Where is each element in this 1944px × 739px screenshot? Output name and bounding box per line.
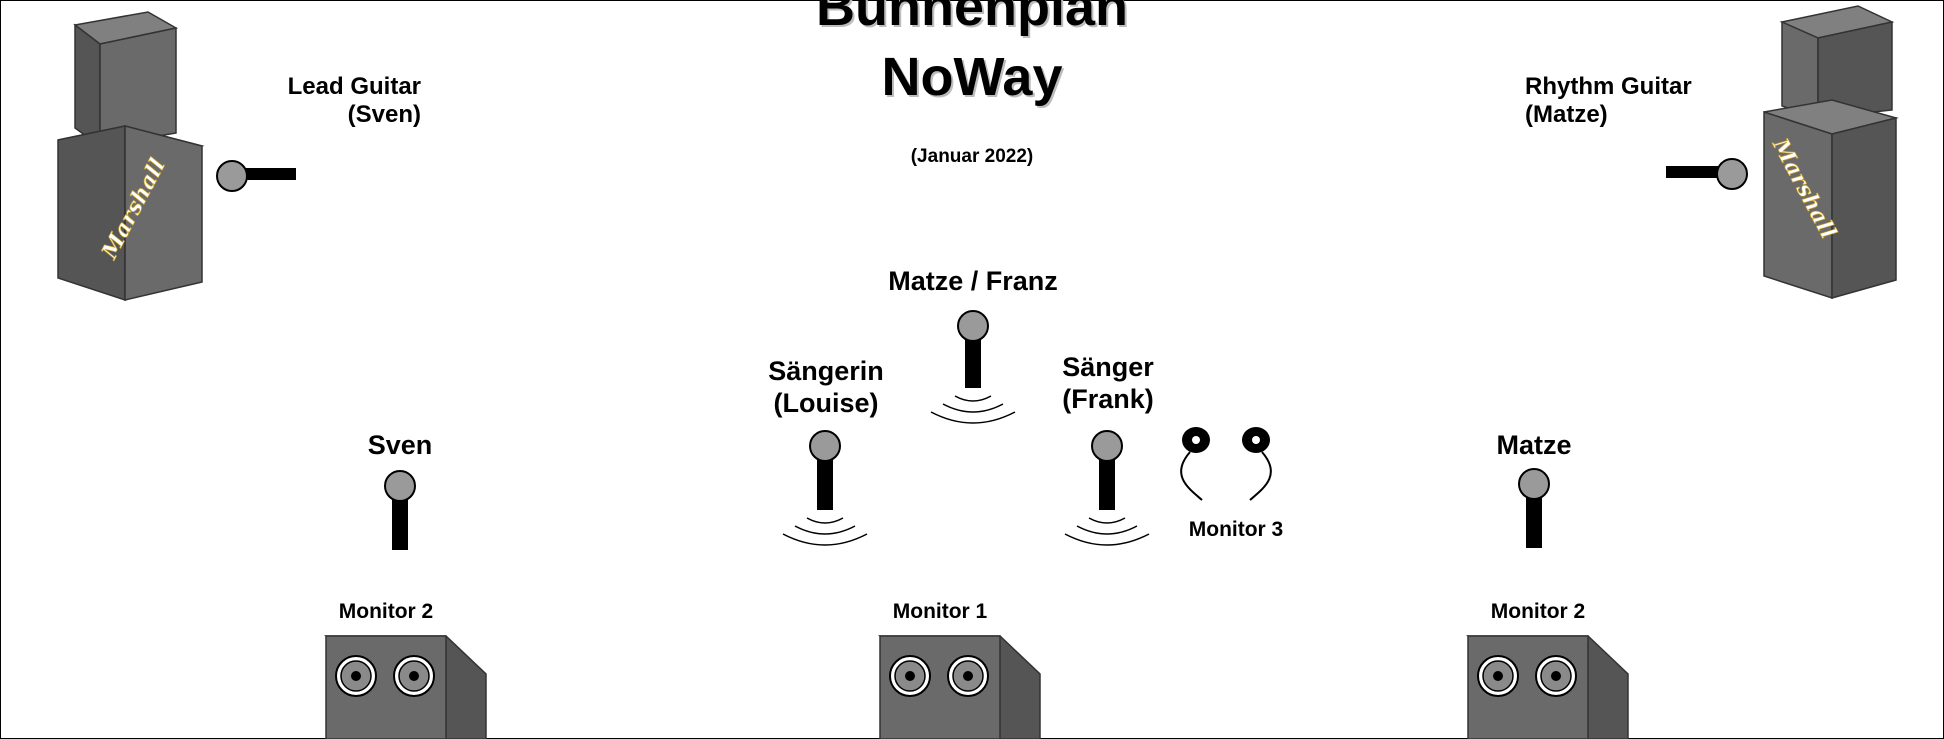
lead-guitar-amp: Marshall	[57, 11, 205, 302]
lead-guitar-amp-mic	[216, 160, 296, 192]
mic-saenger-label: Sänger	[1062, 352, 1154, 382]
mic-saengerin	[782, 430, 868, 546]
monitor-in-ear-label: Monitor 3	[1188, 518, 1284, 541]
mic-center-vocal	[930, 310, 1016, 424]
rhythm-guitar-amp: Marshall	[1763, 5, 1899, 300]
mic-matze-label: Matze	[1496, 430, 1572, 460]
monitor-wedge-left	[323, 635, 487, 739]
wireless-wave-icon	[782, 517, 868, 546]
monitor-right-label: Monitor 2	[1490, 600, 1586, 623]
lead-guitar-player: (Sven)	[347, 101, 421, 128]
speaker-icon	[889, 655, 931, 697]
lead-guitar-label: Lead Guitar	[287, 73, 421, 100]
speaker-icon	[1477, 655, 1519, 697]
band-name: NoWay	[881, 47, 1063, 107]
monitor-wedge-center	[877, 635, 1041, 739]
rhythm-guitar-player: (Matze)	[1525, 101, 1608, 128]
speaker-icon	[335, 655, 377, 697]
wireless-wave-icon	[1064, 517, 1150, 546]
mic-sven	[384, 470, 416, 550]
mic-sven-label: Sven	[367, 430, 433, 460]
mic-saenger-name: (Frank)	[1062, 384, 1154, 414]
rhythm-guitar-amp-mic	[1666, 158, 1748, 190]
monitor-center-label: Monitor 1	[892, 600, 988, 623]
mic-center-label: Matze / Franz	[888, 266, 1058, 296]
page-title: Bühnenplan	[816, 0, 1128, 37]
monitor-left-label: Monitor 2	[338, 600, 434, 623]
speaker-icon	[393, 655, 435, 697]
speaker-icon	[1535, 655, 1577, 697]
rhythm-guitar-label: Rhythm Guitar	[1525, 73, 1692, 100]
mic-matze	[1518, 468, 1550, 548]
mic-saengerin-label: Sängerin	[768, 356, 884, 386]
wireless-wave-icon	[930, 395, 1016, 424]
mic-saenger	[1064, 430, 1150, 546]
mic-saengerin-name: (Louise)	[773, 388, 879, 418]
in-ear-monitor-icon	[1180, 427, 1272, 501]
monitor-wedge-right	[1465, 635, 1629, 739]
plan-date: (Januar 2022)	[910, 146, 1034, 167]
speaker-icon	[947, 655, 989, 697]
